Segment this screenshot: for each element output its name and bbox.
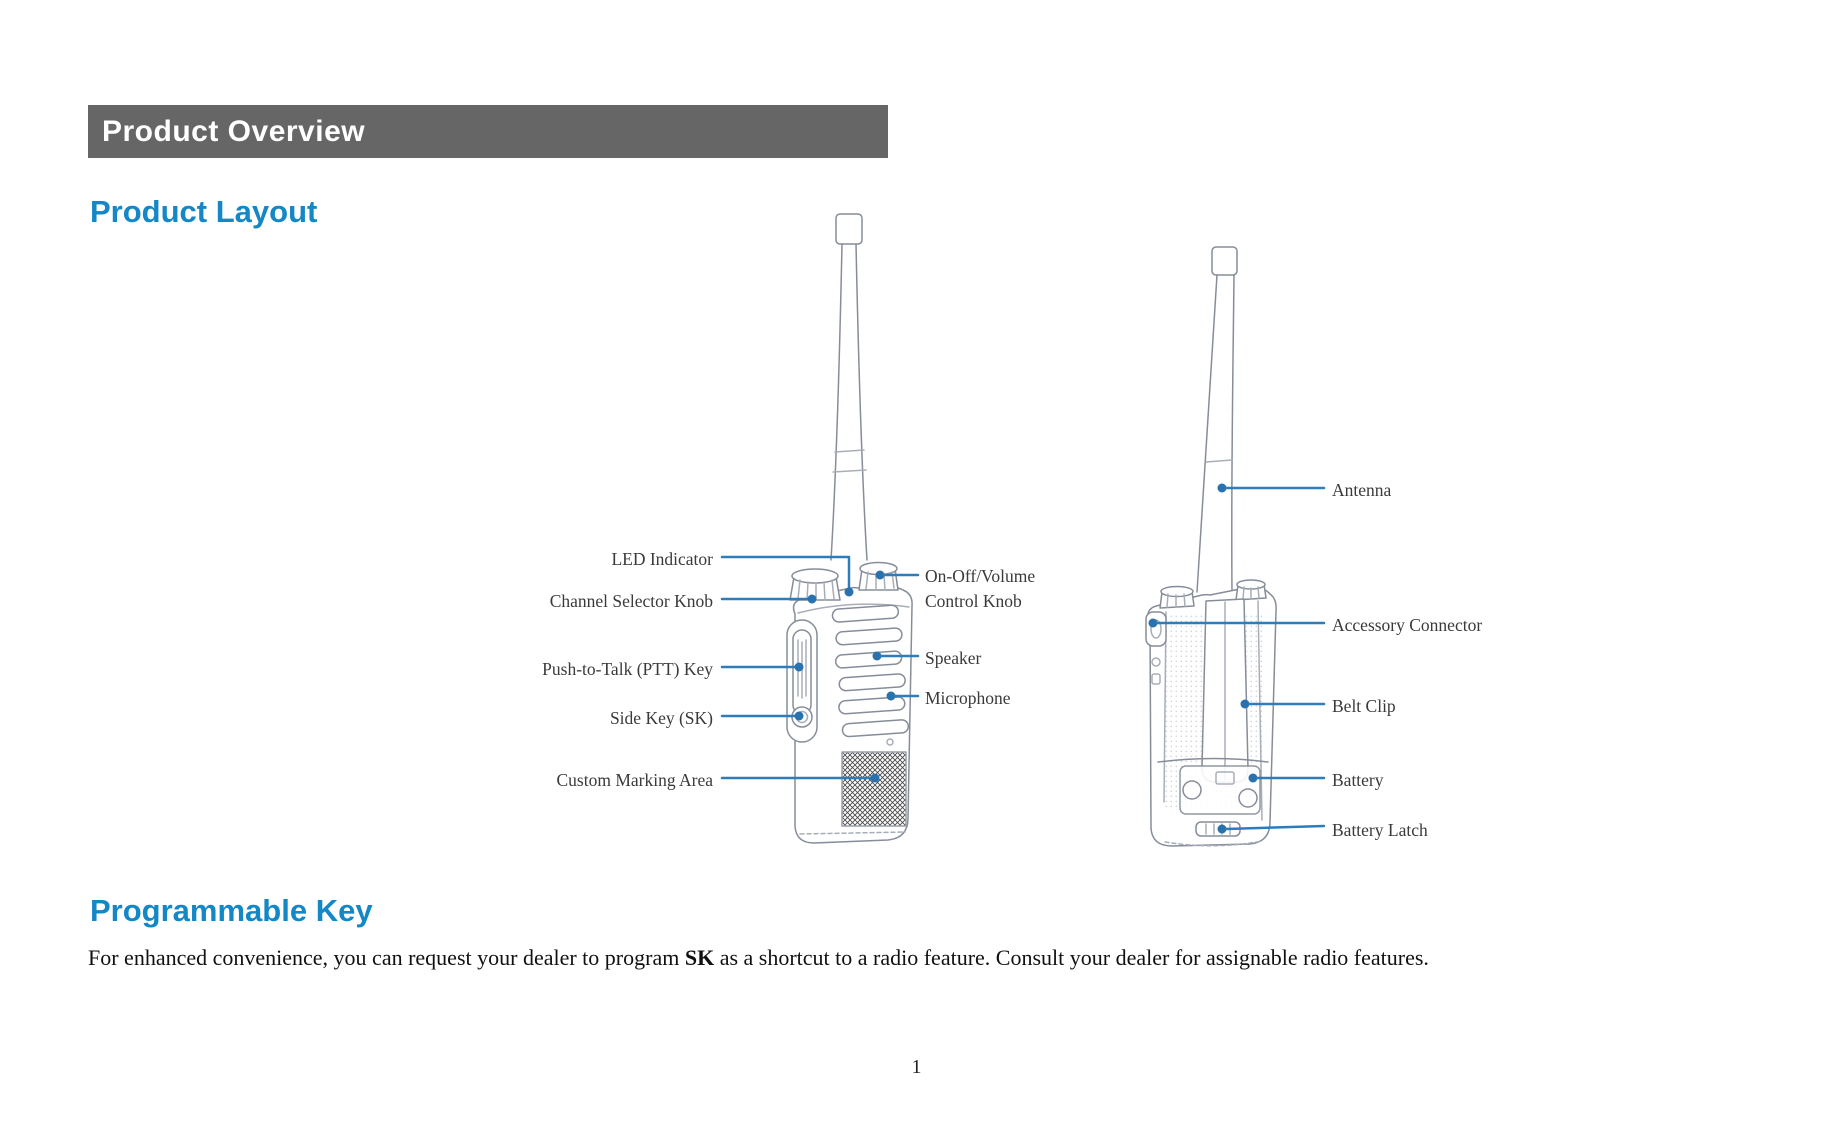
section-header-bar: Product Overview [88,105,888,158]
page-number: 1 [911,1056,922,1078]
label-microphone: Microphone [925,688,1011,708]
radio-front-view-illustration [786,213,913,844]
programmable-key-paragraph: For enhanced convenience, you can reques… [88,945,1788,971]
label-ptt-key: Push-to-Talk (PTT) Key [542,659,713,679]
paragraph-text-prefix: For enhanced convenience, you can reques… [88,945,685,970]
label-battery-latch: Battery Latch [1332,820,1428,840]
label-channel-selector-knob: Channel Selector Knob [549,591,713,611]
heading-programmable-key: Programmable Key [90,893,373,928]
label-custom-marking-area: Custom Marking Area [556,770,713,790]
label-led-indicator: LED Indicator [611,549,713,569]
heading-product-layout: Product Layout [90,194,318,229]
product-layout-diagram [720,213,1326,847]
label-accessory-connector: Accessory Connector [1332,615,1483,635]
section-header-title: Product Overview [102,114,366,148]
label-side-key: Side Key (SK) [609,708,713,728]
callout-leader-lines [720,483,1326,834]
paragraph-text-suffix: as a shortcut to a radio feature. Consul… [714,945,1429,970]
label-speaker: Speaker [925,648,982,668]
label-battery: Battery [1332,770,1384,790]
label-volume-knob: On-Off/Volume Control Knob [925,566,1036,612]
paragraph-bold-sk: SK [684,945,715,970]
label-belt-clip: Belt Clip [1332,696,1396,716]
label-antenna: Antenna [1332,480,1392,500]
radio-back-view-illustration [1145,246,1277,847]
